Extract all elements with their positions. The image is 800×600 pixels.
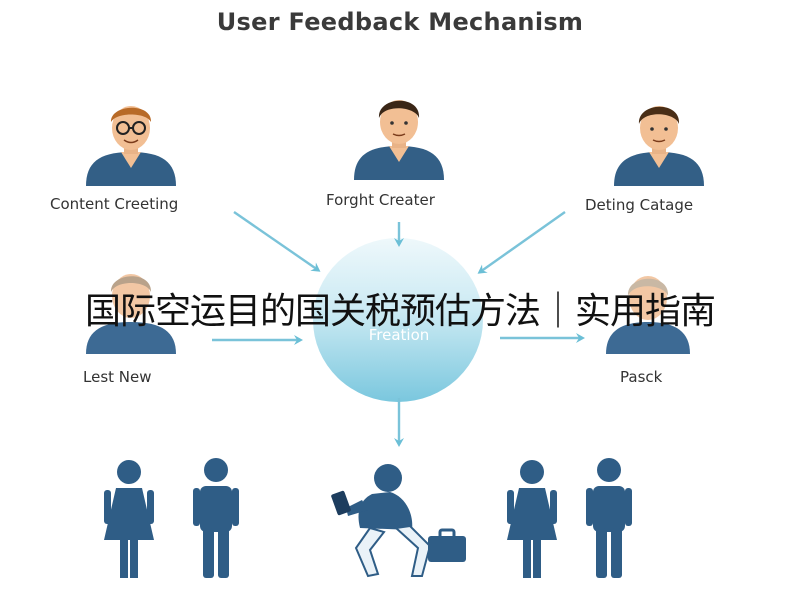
arrow-left-top	[233, 211, 321, 272]
man-figure-icon-left	[193, 458, 239, 578]
hub-label: Freation	[368, 326, 430, 344]
arrow-right-top	[477, 211, 566, 274]
person-avatar-center	[354, 100, 444, 180]
person-avatar-mid-right	[606, 276, 690, 354]
person-avatar-right	[614, 106, 704, 186]
node-label-forght-creater: Forght Creater	[326, 191, 435, 209]
woman-figure-icon-left	[104, 460, 154, 578]
woman-figure-icon-right	[507, 460, 557, 578]
node-label-pasck: Pasck	[620, 368, 663, 386]
overlay-headline: 国际空运目的国关税预估方法｜实用指南	[84, 291, 716, 332]
hub-circle	[313, 238, 483, 402]
person-avatar-mid-left	[86, 274, 176, 354]
node-label-lest-new: Lest New	[83, 368, 152, 386]
man-figure-icon-right	[586, 458, 632, 578]
seated-person-icon	[331, 464, 466, 578]
arrows	[212, 211, 585, 447]
diagram-title: User Feedback Mechanism	[216, 8, 584, 36]
node-label-content-creeting: Content Creeting	[50, 195, 179, 213]
node-label-deting-catage: Deting Catage	[585, 196, 694, 214]
person-avatar-glasses	[86, 106, 176, 186]
